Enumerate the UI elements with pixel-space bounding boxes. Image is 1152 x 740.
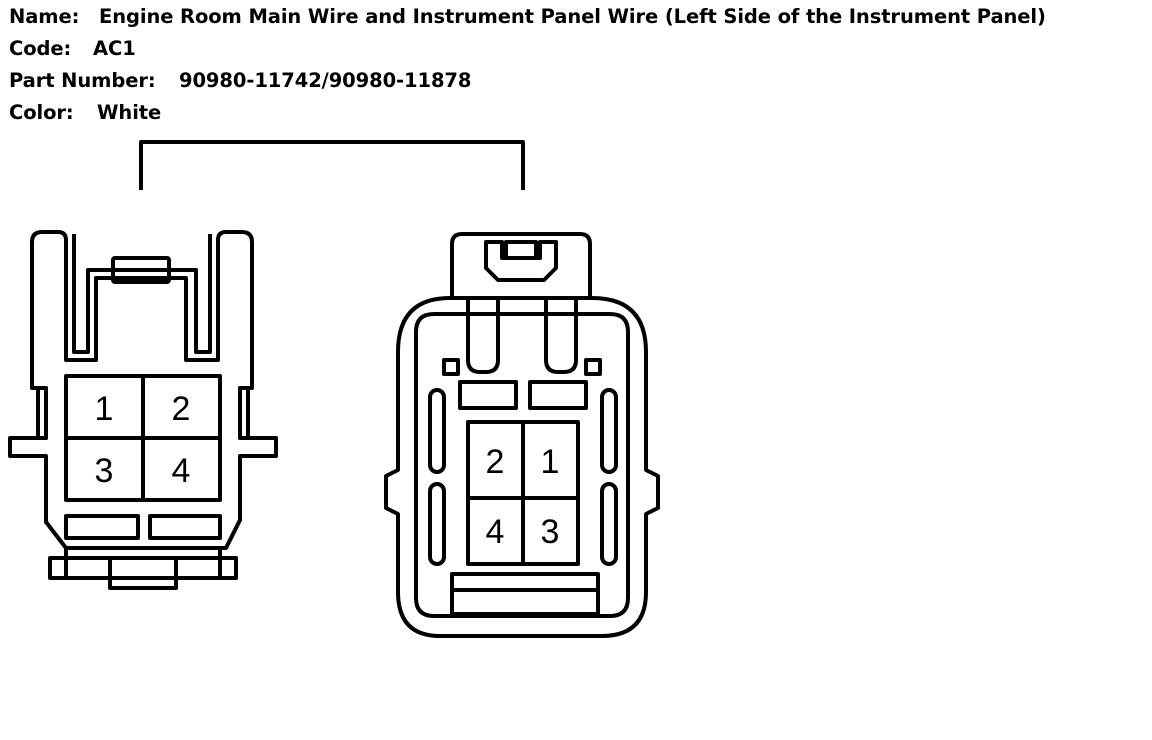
left-connector-housing [8,230,278,550]
left-connector-base [48,556,238,580]
left-connector-lock-tab [111,256,171,284]
left-pin-label: 2 [172,390,191,428]
mating-bracket [139,140,525,190]
left-connector-side-notch-right [238,386,250,440]
right-pin-label: 1 [541,443,560,481]
code-value: AC1 [93,37,136,60]
left-connector-base-tab [108,556,178,590]
left-connector [8,230,278,590]
name-row: Name: Engine Room Main Wire and Instrumen… [9,2,1149,34]
right-connector-guide-left [466,300,500,374]
right-connector-lock-latch [484,240,558,282]
left-connector-slot-right [148,514,222,540]
left-connector-side-notch-left [36,386,48,440]
right-connector-rib-lower-right [600,482,618,566]
right-connector-guide-right [544,300,578,374]
right-pin-label: 2 [486,443,505,481]
right-connector-lock-housing [450,232,592,298]
color-label: Color: [9,101,74,124]
code-label: Code: [9,37,72,60]
right-connector-rib-upper-right [600,388,618,474]
left-pin-label: 4 [172,452,191,490]
name-value: Engine Room Main Wire and Instrument Pan… [99,5,1046,28]
connector-info: Name: Engine Room Main Wire and Instrumen… [9,2,1149,130]
right-connector-outer-shell [384,296,660,638]
name-label: Name: [9,5,80,28]
right-connector-rib-lower-left [428,482,446,566]
right-connector-slot-left [458,380,518,410]
right-connector-key-left [442,358,460,376]
part-number-label: Part Number: [9,69,156,92]
color-value: White [97,101,162,124]
left-pin-label: 1 [95,390,114,428]
right-connector-inner-shell [414,312,630,618]
right-connector-lock-button [504,240,538,260]
color-row: Color: White [9,98,1149,130]
left-connector-slot-left [64,514,140,540]
left-pin-label: 3 [95,452,114,490]
left-connector-inner-wall [72,234,212,354]
part-number-value: 90980-11742/90980-11878 [179,69,472,92]
code-row: Code: AC1 [9,34,1149,66]
right-pin-label: 3 [541,513,560,551]
right-connector-slot-right [528,380,588,410]
right-connector-rib-upper-left [428,388,446,474]
part-number-row: Part Number: 90980-11742/90980-11878 [9,66,1149,98]
right-connector [384,232,660,638]
right-pin-label: 4 [486,513,505,551]
right-connector-bottom-slot [450,572,600,616]
right-connector-key-right [584,358,602,376]
